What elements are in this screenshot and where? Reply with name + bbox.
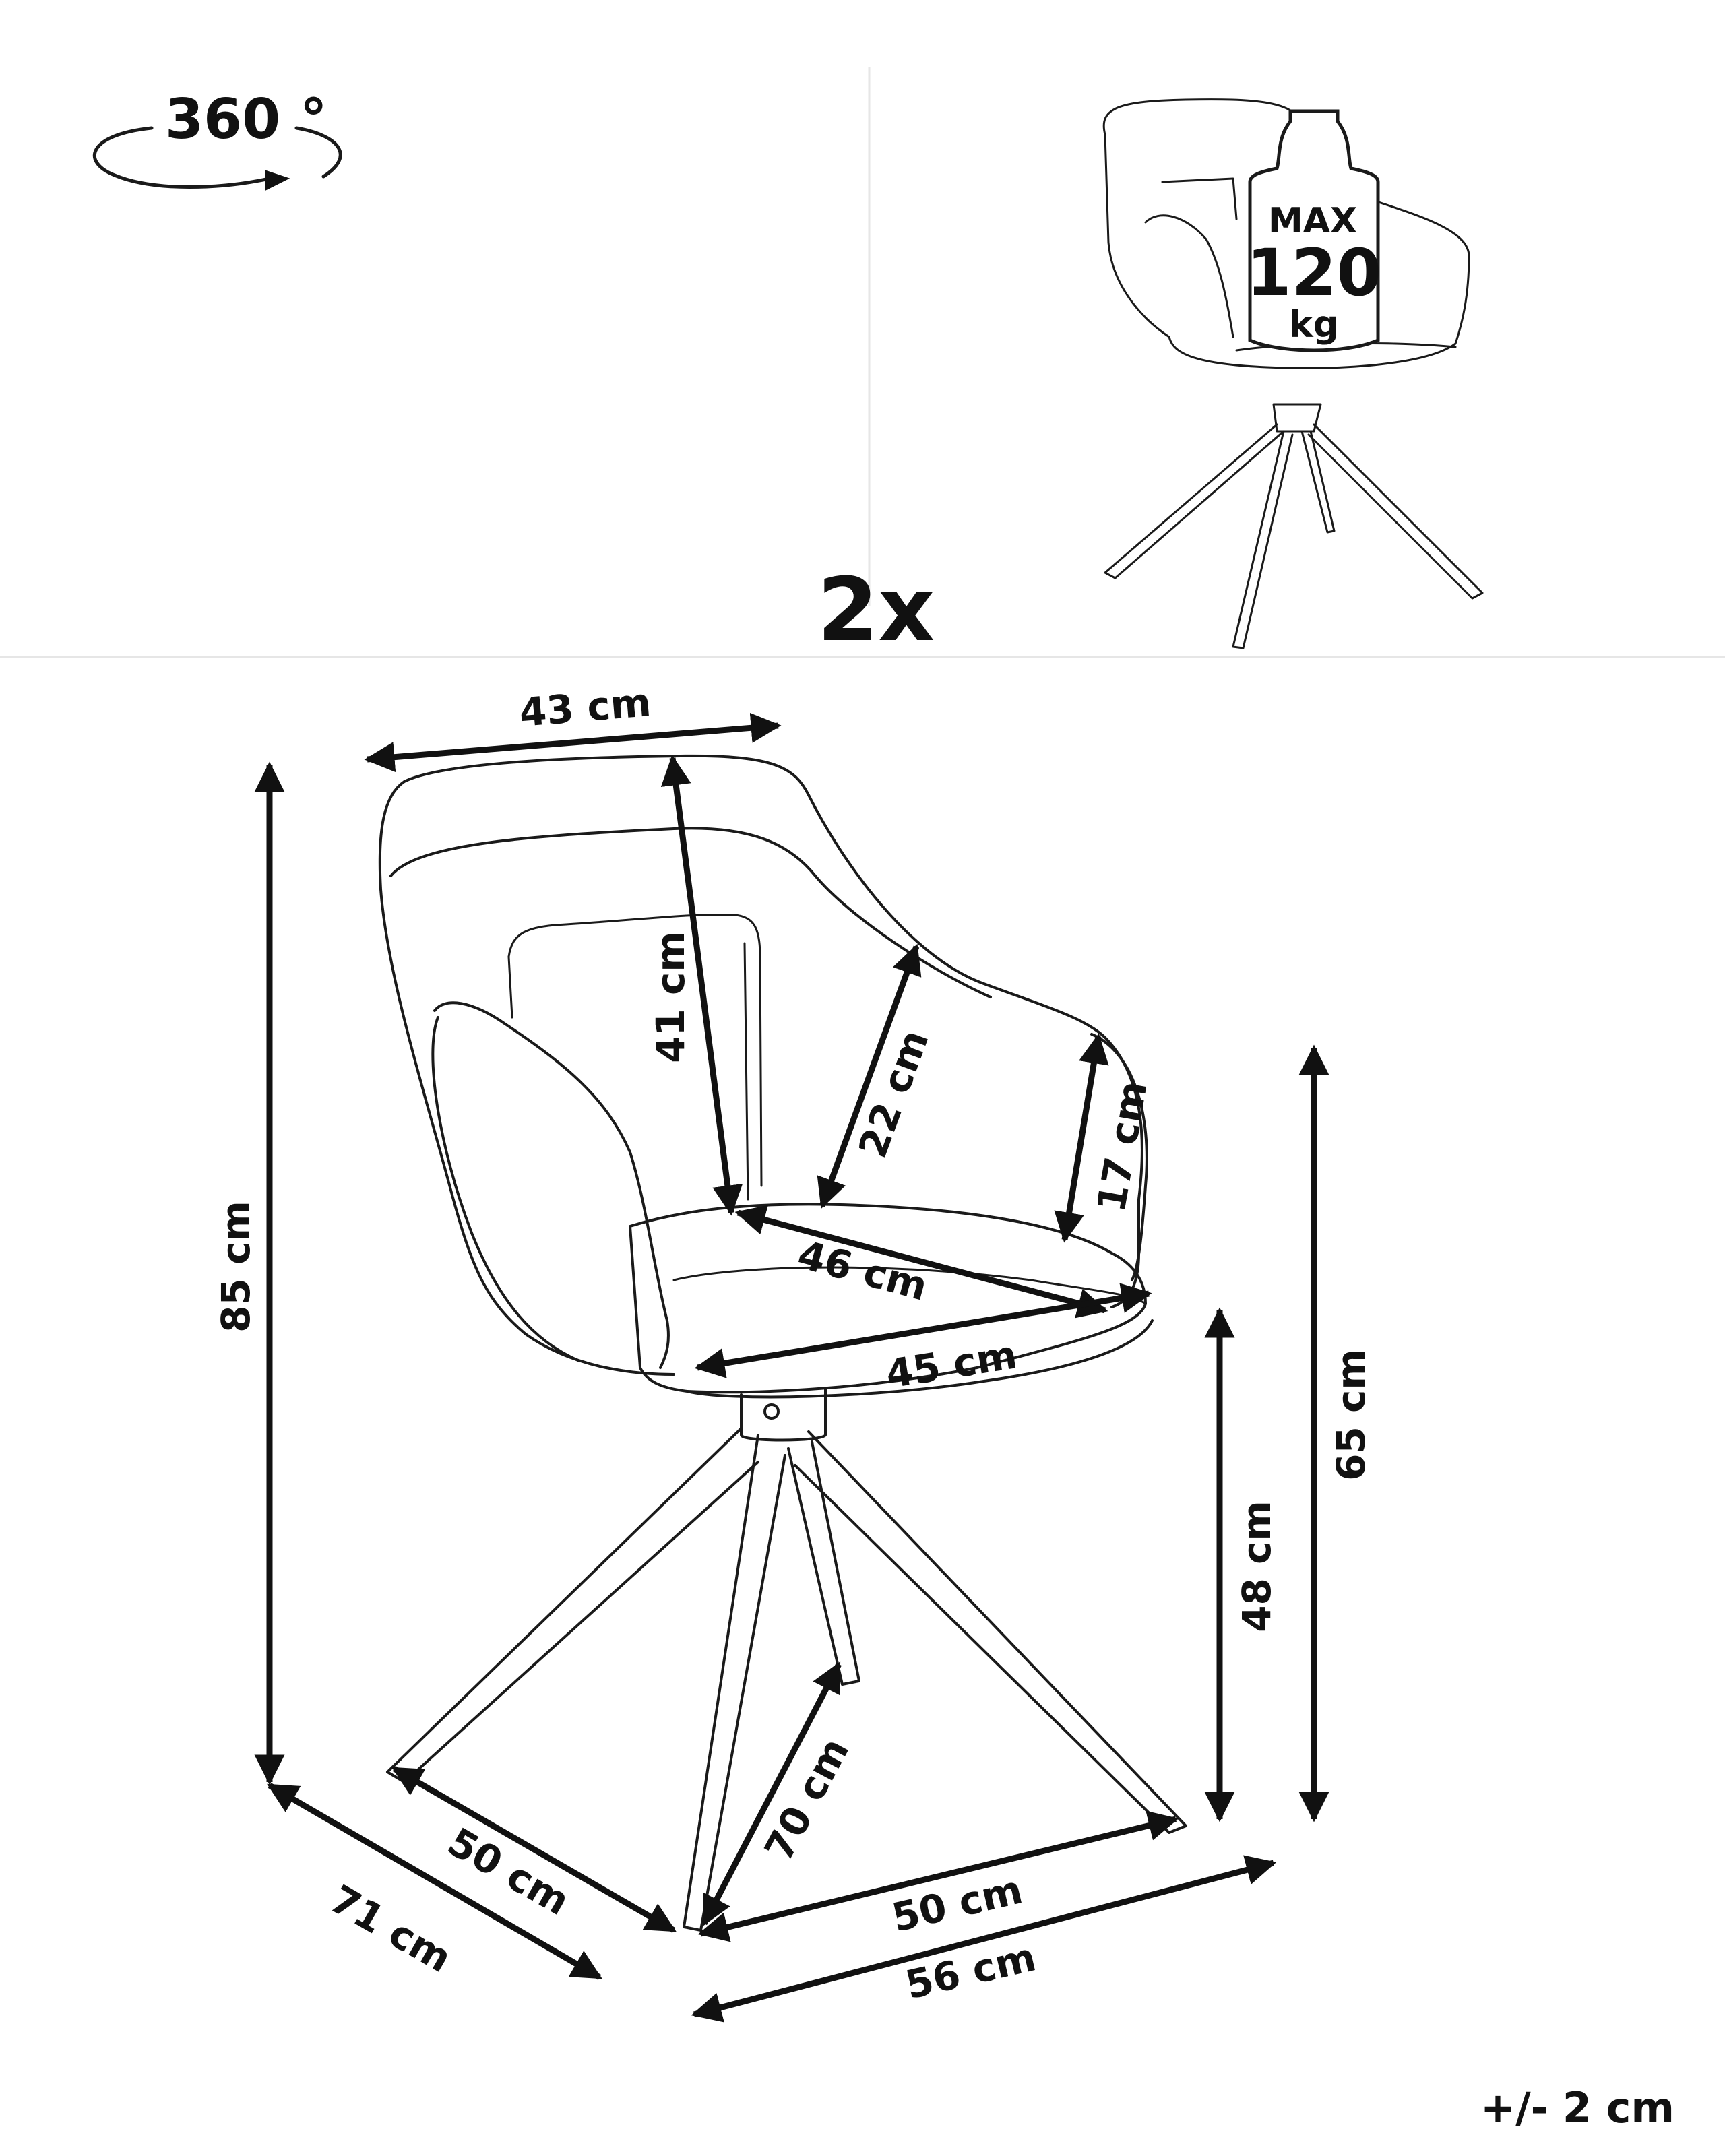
label-overall-depth: 71 cm xyxy=(322,1876,460,1981)
dim-overall-width xyxy=(691,1855,1277,2023)
rotation-360-icon: 360 ° xyxy=(93,88,342,191)
dim-width-back xyxy=(364,712,782,773)
label-height-total: 85 cm xyxy=(213,1201,259,1333)
quantity-label: 2x xyxy=(817,559,935,661)
dim-overall-depth xyxy=(267,1783,602,1980)
max-load-chair-illustration: MAX 120 kg xyxy=(1102,98,1484,649)
dimension-arrows xyxy=(254,712,1329,2023)
tolerance-note: +/- 2 cm xyxy=(1480,2083,1674,2132)
label-width-back: 43 cm xyxy=(518,679,653,736)
background-guides xyxy=(0,67,1725,658)
label-seat-height: 48 cm xyxy=(1234,1500,1280,1632)
dim-armrest-height xyxy=(1054,1033,1109,1243)
max-label: MAX xyxy=(1268,201,1357,241)
dim-armrest-inner xyxy=(817,943,922,1209)
dimension-labels: 43 cm 85 cm 41 cm 22 cm 17 cm 46 cm 45 c… xyxy=(213,679,1374,2008)
rotation-label: 360 ° xyxy=(165,88,327,152)
max-value: 120 xyxy=(1247,235,1381,311)
label-seat-width: 45 cm xyxy=(883,1331,1020,1397)
label-backrest-height: 41 cm xyxy=(648,931,693,1063)
main-chair-outline xyxy=(378,754,1187,1932)
max-unit: kg xyxy=(1289,303,1340,346)
label-armrest-floor: 65 cm xyxy=(1328,1349,1374,1481)
dim-backrest-height xyxy=(660,755,743,1216)
label-base-right: 50 cm xyxy=(887,1866,1026,1940)
dim-seat-width xyxy=(694,1283,1152,1378)
